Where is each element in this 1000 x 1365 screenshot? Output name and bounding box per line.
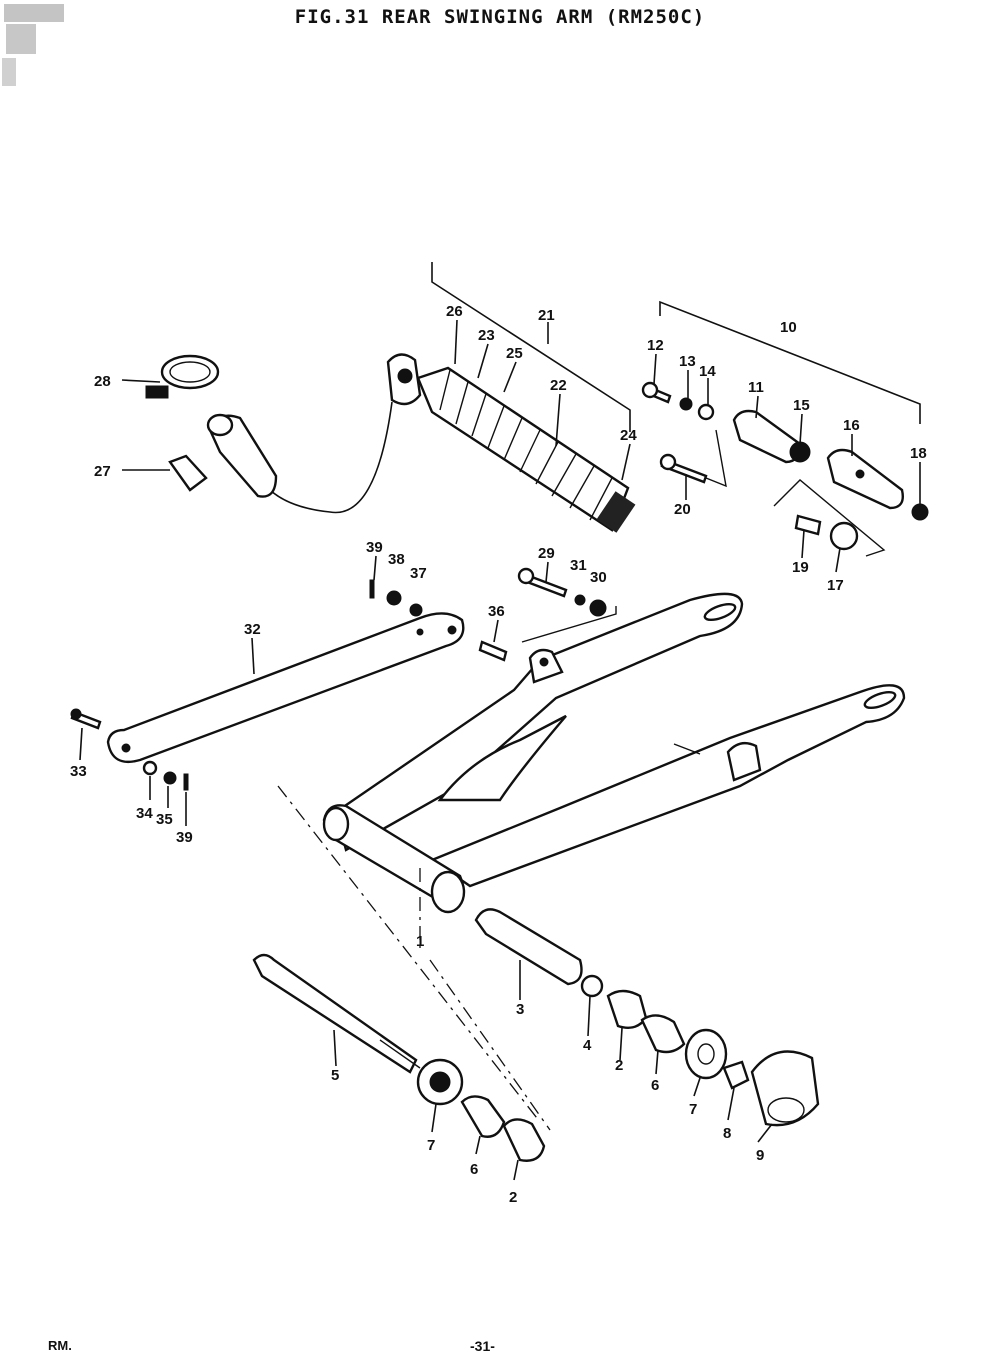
label-21: 21 xyxy=(538,307,555,324)
label-7b: 7 xyxy=(427,1137,435,1154)
label-4: 4 xyxy=(583,1037,592,1054)
label-5: 5 xyxy=(331,1067,339,1084)
tie-rod-hardware xyxy=(70,567,617,791)
label-6b: 6 xyxy=(470,1161,478,1178)
label-2b: 2 xyxy=(509,1189,517,1206)
label-6a: 6 xyxy=(651,1077,659,1094)
reservoir-bracket xyxy=(168,454,208,492)
footer-model: RM. xyxy=(48,1338,72,1353)
label-11: 11 xyxy=(748,379,764,396)
part-labels: 1 2 2 3 4 5 6 6 7 7 8 9 10 11 12 13 14 1… xyxy=(70,303,927,1206)
label-35: 35 xyxy=(156,811,173,828)
label-15: 15 xyxy=(793,397,810,414)
label-24: 24 xyxy=(620,427,637,444)
label-36: 36 xyxy=(488,603,505,620)
label-25: 25 xyxy=(506,345,523,362)
label-3: 3 xyxy=(516,1001,524,1018)
label-16: 16 xyxy=(843,417,860,434)
label-27: 27 xyxy=(94,463,111,480)
label-31: 31 xyxy=(570,557,587,574)
label-7a: 7 xyxy=(689,1101,697,1118)
label-13: 13 xyxy=(679,353,696,370)
label-17: 17 xyxy=(827,577,844,594)
label-39b: 39 xyxy=(176,829,193,846)
reservoir-clamp xyxy=(145,354,220,399)
label-23: 23 xyxy=(478,327,495,344)
label-34: 34 xyxy=(136,805,153,822)
pivot-bushings-left xyxy=(416,1058,546,1162)
label-26: 26 xyxy=(446,303,463,320)
label-14: 14 xyxy=(699,363,716,380)
scan-smudge xyxy=(2,4,64,86)
label-9: 9 xyxy=(756,1147,764,1164)
cushion-lever-group xyxy=(641,300,929,557)
label-32: 32 xyxy=(244,621,261,638)
label-1: 1 xyxy=(416,933,424,950)
assembly-guide-lines xyxy=(277,785,551,1131)
label-30: 30 xyxy=(590,569,607,586)
pivot-spacer xyxy=(474,908,583,986)
label-28: 28 xyxy=(94,373,111,390)
label-18: 18 xyxy=(910,445,927,462)
label-19: 19 xyxy=(792,559,809,576)
label-10: 10 xyxy=(780,319,797,336)
pivot-bolt xyxy=(252,953,421,1074)
rear-shock-absorber xyxy=(269,262,636,533)
leader-lines xyxy=(79,319,921,1181)
label-12: 12 xyxy=(647,337,664,354)
label-29: 29 xyxy=(538,545,555,562)
figure-title: FIG.31 REAR SWINGING ARM (RM250C) xyxy=(294,6,706,28)
label-8: 8 xyxy=(723,1125,731,1142)
label-2a: 2 xyxy=(615,1057,623,1074)
tie-rod xyxy=(106,612,465,764)
label-37: 37 xyxy=(410,565,427,582)
label-38: 38 xyxy=(388,551,405,568)
label-20: 20 xyxy=(674,501,691,518)
shock-reservoir xyxy=(206,413,278,498)
label-33: 33 xyxy=(70,763,87,780)
pivot-bushings-right xyxy=(580,974,820,1127)
page-number: -31- xyxy=(470,1338,495,1354)
label-39a: 39 xyxy=(366,539,383,556)
label-22: 22 xyxy=(550,377,567,394)
swinging-arm xyxy=(322,592,906,914)
